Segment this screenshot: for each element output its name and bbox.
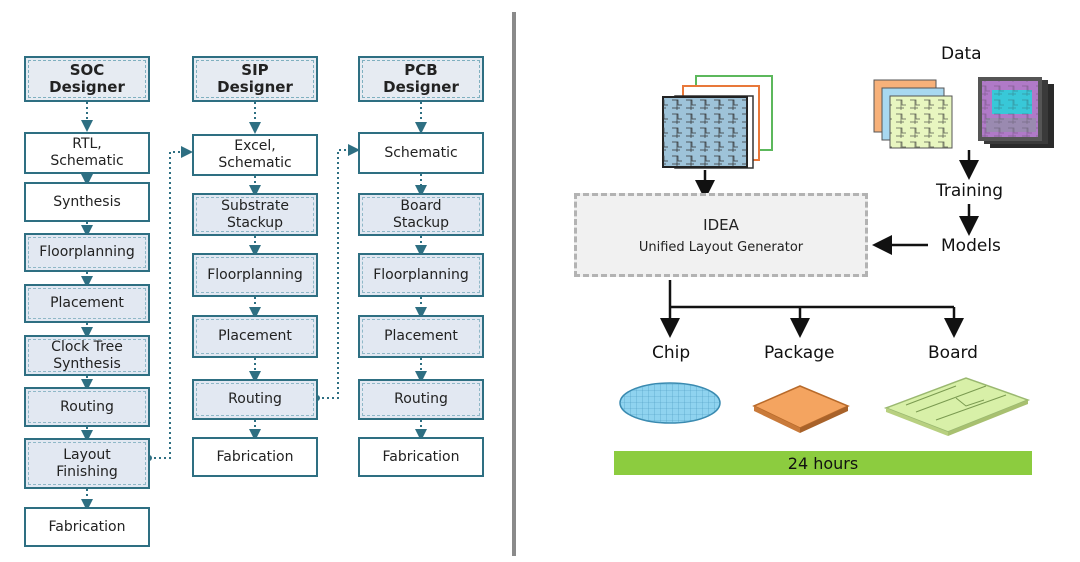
sip-step-excel-schematic: Excel, Schematic	[192, 134, 318, 176]
pcb-step-routing: Routing	[358, 379, 484, 420]
sip-designer-header: SIP Designer	[192, 56, 318, 102]
soc-step-rtl-schematic: RTL, Schematic	[24, 132, 150, 174]
pcb-step-board-stackup: Board Stackup	[358, 193, 484, 236]
soc-step-routing: Routing	[24, 387, 150, 427]
pcb-step-placement: Placement	[358, 315, 484, 358]
soc-step-floorplanning: Floorplanning	[24, 233, 150, 272]
pcb-step-floorplanning: Floorplanning	[358, 253, 484, 297]
idea-generator-box: IDEA Unified Layout Generator	[574, 193, 868, 277]
soc-designer-header: SOC Designer	[24, 56, 150, 102]
soc-step-fabrication: Fabrication	[24, 507, 150, 547]
data-layout-images-icon	[978, 77, 1054, 148]
output-chip-label: Chip	[652, 343, 691, 363]
idea-subtitle: Unified Layout Generator	[638, 239, 804, 255]
flow-connectors	[81, 102, 427, 511]
data-label: Data	[941, 44, 982, 64]
board-icon	[883, 377, 1031, 436]
sip-step-routing: Routing	[192, 379, 318, 420]
schematic-stack-icon	[662, 75, 773, 169]
data-schematics-icon	[873, 79, 953, 149]
chip-wafer-icon	[619, 382, 721, 424]
idea-title: IDEA	[703, 215, 739, 234]
training-label: Training	[936, 181, 1004, 201]
time-bar: 24 hours	[614, 451, 1032, 475]
output-package-label: Package	[764, 343, 835, 363]
pcb-step-fabrication: Fabrication	[358, 437, 484, 477]
package-icon	[752, 385, 850, 433]
pcb-step-schematic: Schematic	[358, 132, 484, 174]
output-board-label: Board	[928, 343, 978, 363]
sip-step-fabrication: Fabrication	[192, 437, 318, 477]
sip-step-substrate-stackup: Substrate Stackup	[192, 193, 318, 236]
soc-step-clock-tree-synthesis: Clock Tree Synthesis	[24, 335, 150, 376]
pcb-designer-header: PCB Designer	[358, 56, 484, 102]
idea-diagram-graphics	[619, 75, 1054, 436]
sip-step-placement: Placement	[192, 315, 318, 358]
models-label: Models	[941, 236, 1001, 256]
soc-step-placement: Placement	[24, 284, 150, 323]
sip-step-floorplanning: Floorplanning	[192, 253, 318, 297]
soc-step-synthesis: Synthesis	[24, 182, 150, 222]
panel-divider	[512, 12, 516, 556]
soc-step-layout-finishing: Layout Finishing	[24, 438, 150, 489]
